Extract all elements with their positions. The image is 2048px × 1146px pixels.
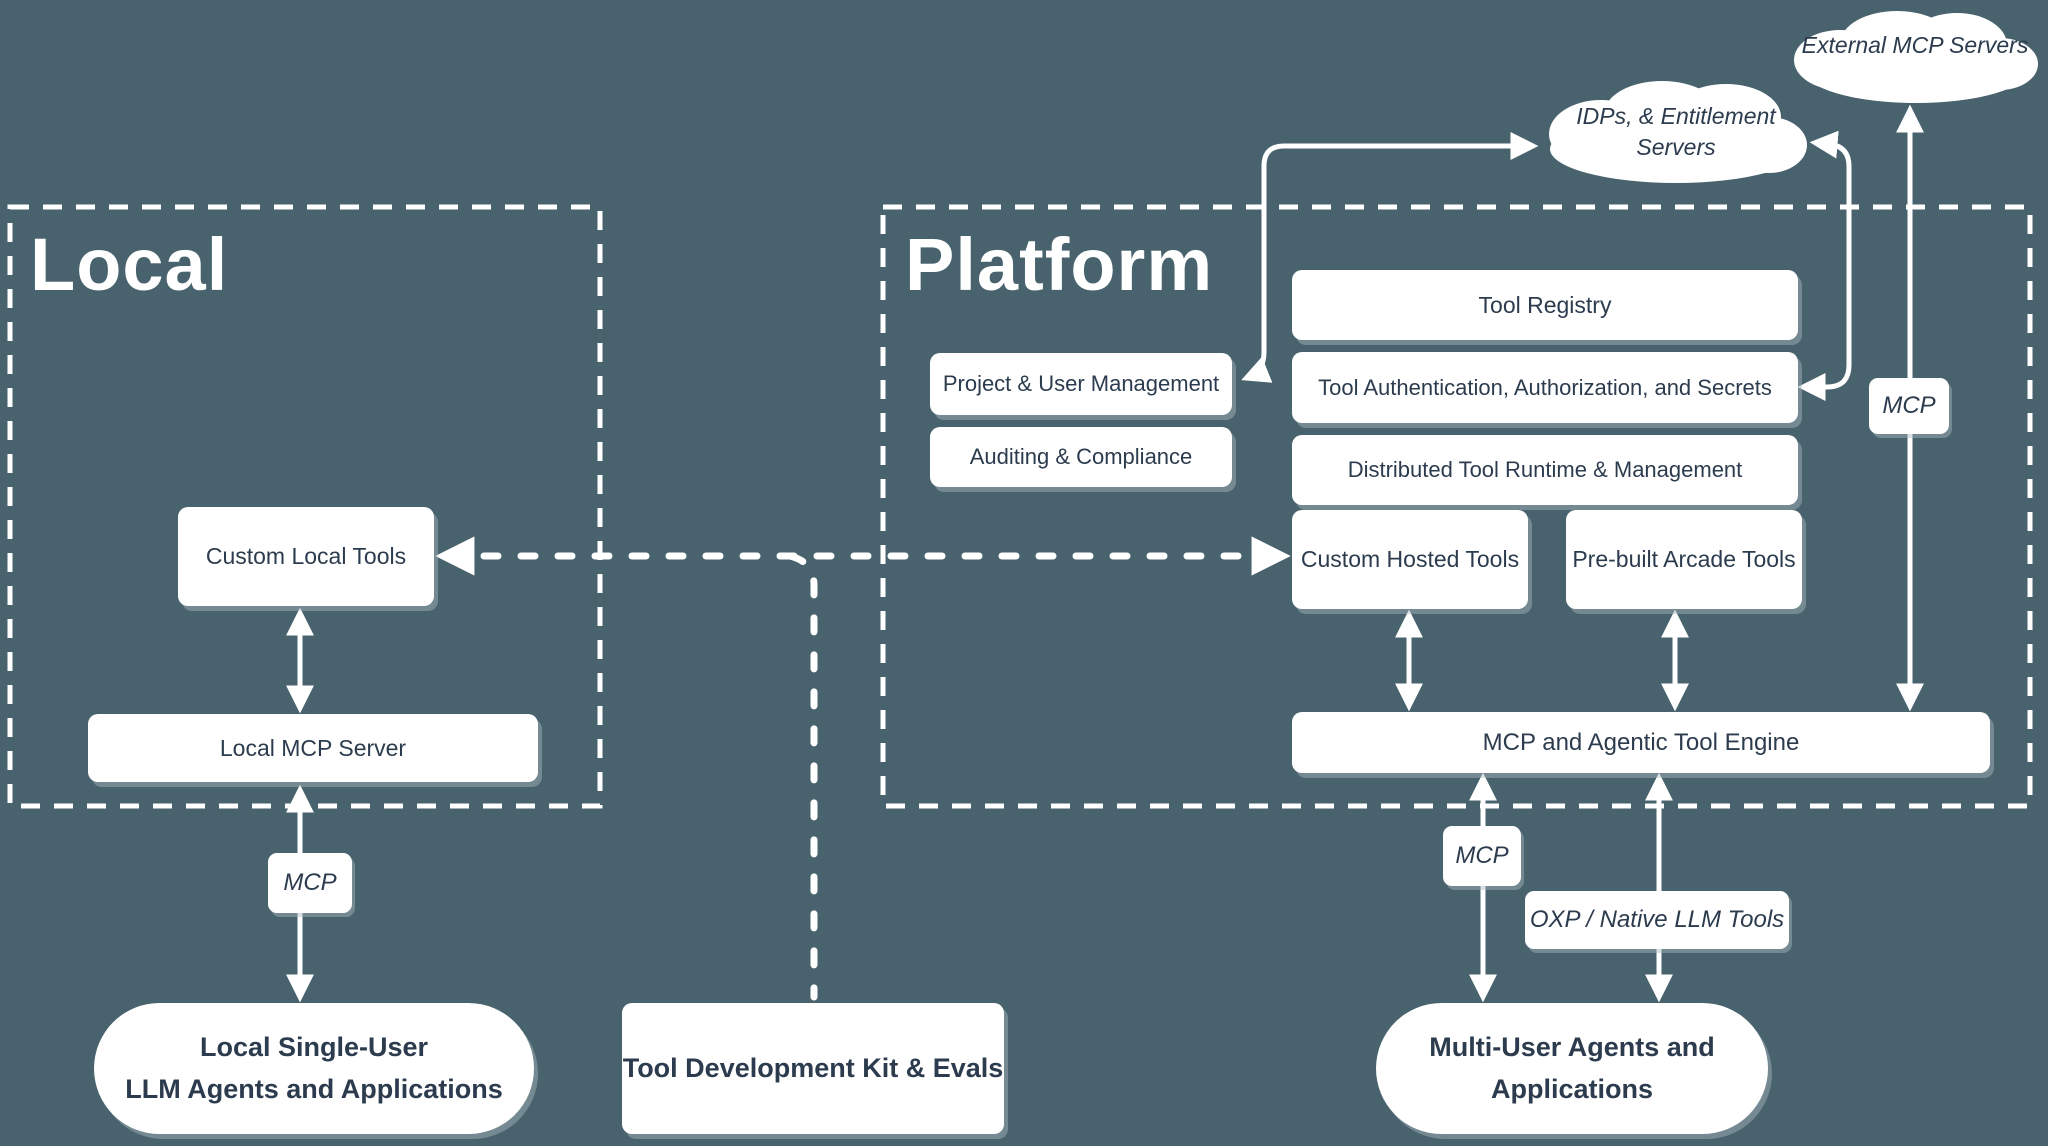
external-mcp-servers-cloud: [1794, 11, 2038, 103]
local-group-title: Local: [30, 223, 229, 306]
edge-label-mcp-engine: MCP: [1443, 826, 1521, 886]
dashed-link-to-tool-dev-kit: [786, 552, 818, 1001]
edge-label-oxp-native-llm-tools: OXP / Native LLM Tools: [1525, 891, 1789, 949]
node-local-single-user-agents: Local Single-User LLM Agents and Applica…: [94, 1003, 534, 1134]
idps-cloud-label-line1: IDPs, & Entitlement: [1576, 103, 1776, 129]
arrow-project-user-management-idps: [1241, 132, 1539, 383]
node-custom-hosted-tools: Custom Hosted Tools: [1292, 510, 1528, 609]
local-agents-line2: LLM Agents and Applications: [125, 1073, 503, 1104]
node-tool-development-kit: Tool Development Kit & Evals: [622, 1003, 1004, 1134]
node-project-user-management: Project & User Management: [930, 353, 1232, 415]
platform-group-title: Platform: [905, 223, 1214, 306]
idps-cloud-label: IDPs, & Entitlement Servers: [1557, 101, 1795, 163]
node-distributed-runtime: Distributed Tool Runtime & Management: [1292, 435, 1798, 505]
edge-label-mcp-external: MCP: [1869, 378, 1949, 434]
multi-user-agents-line1: Multi-User Agents and: [1429, 1031, 1715, 1062]
external-mcp-servers-cloud-label: External MCP Servers: [1801, 32, 2029, 58]
node-tool-registry: Tool Registry: [1292, 270, 1798, 340]
node-prebuilt-arcade-tools: Pre-built Arcade Tools: [1566, 510, 1802, 609]
edge-label-mcp-local: MCP: [268, 853, 352, 913]
local-agents-line1: Local Single-User: [199, 1031, 429, 1062]
node-custom-local-tools: Custom Local Tools: [178, 507, 434, 606]
node-tool-authentication: Tool Authentication, Authorization, and …: [1292, 352, 1798, 423]
arrow-tool-authentication-idps: [1797, 130, 1852, 401]
idps-entitlement-cloud: [1549, 81, 1807, 183]
node-multi-user-agents: Multi-User Agents and Applications: [1376, 1003, 1768, 1134]
node-mcp-agentic-tool-engine: MCP and Agentic Tool Engine: [1292, 712, 1990, 773]
node-local-mcp-server: Local MCP Server: [88, 714, 538, 782]
idps-cloud-label-line2: Servers: [1636, 134, 1716, 161]
node-auditing-compliance: Auditing & Compliance: [930, 427, 1232, 487]
multi-user-agents-line2: Applications: [1490, 1073, 1653, 1104]
